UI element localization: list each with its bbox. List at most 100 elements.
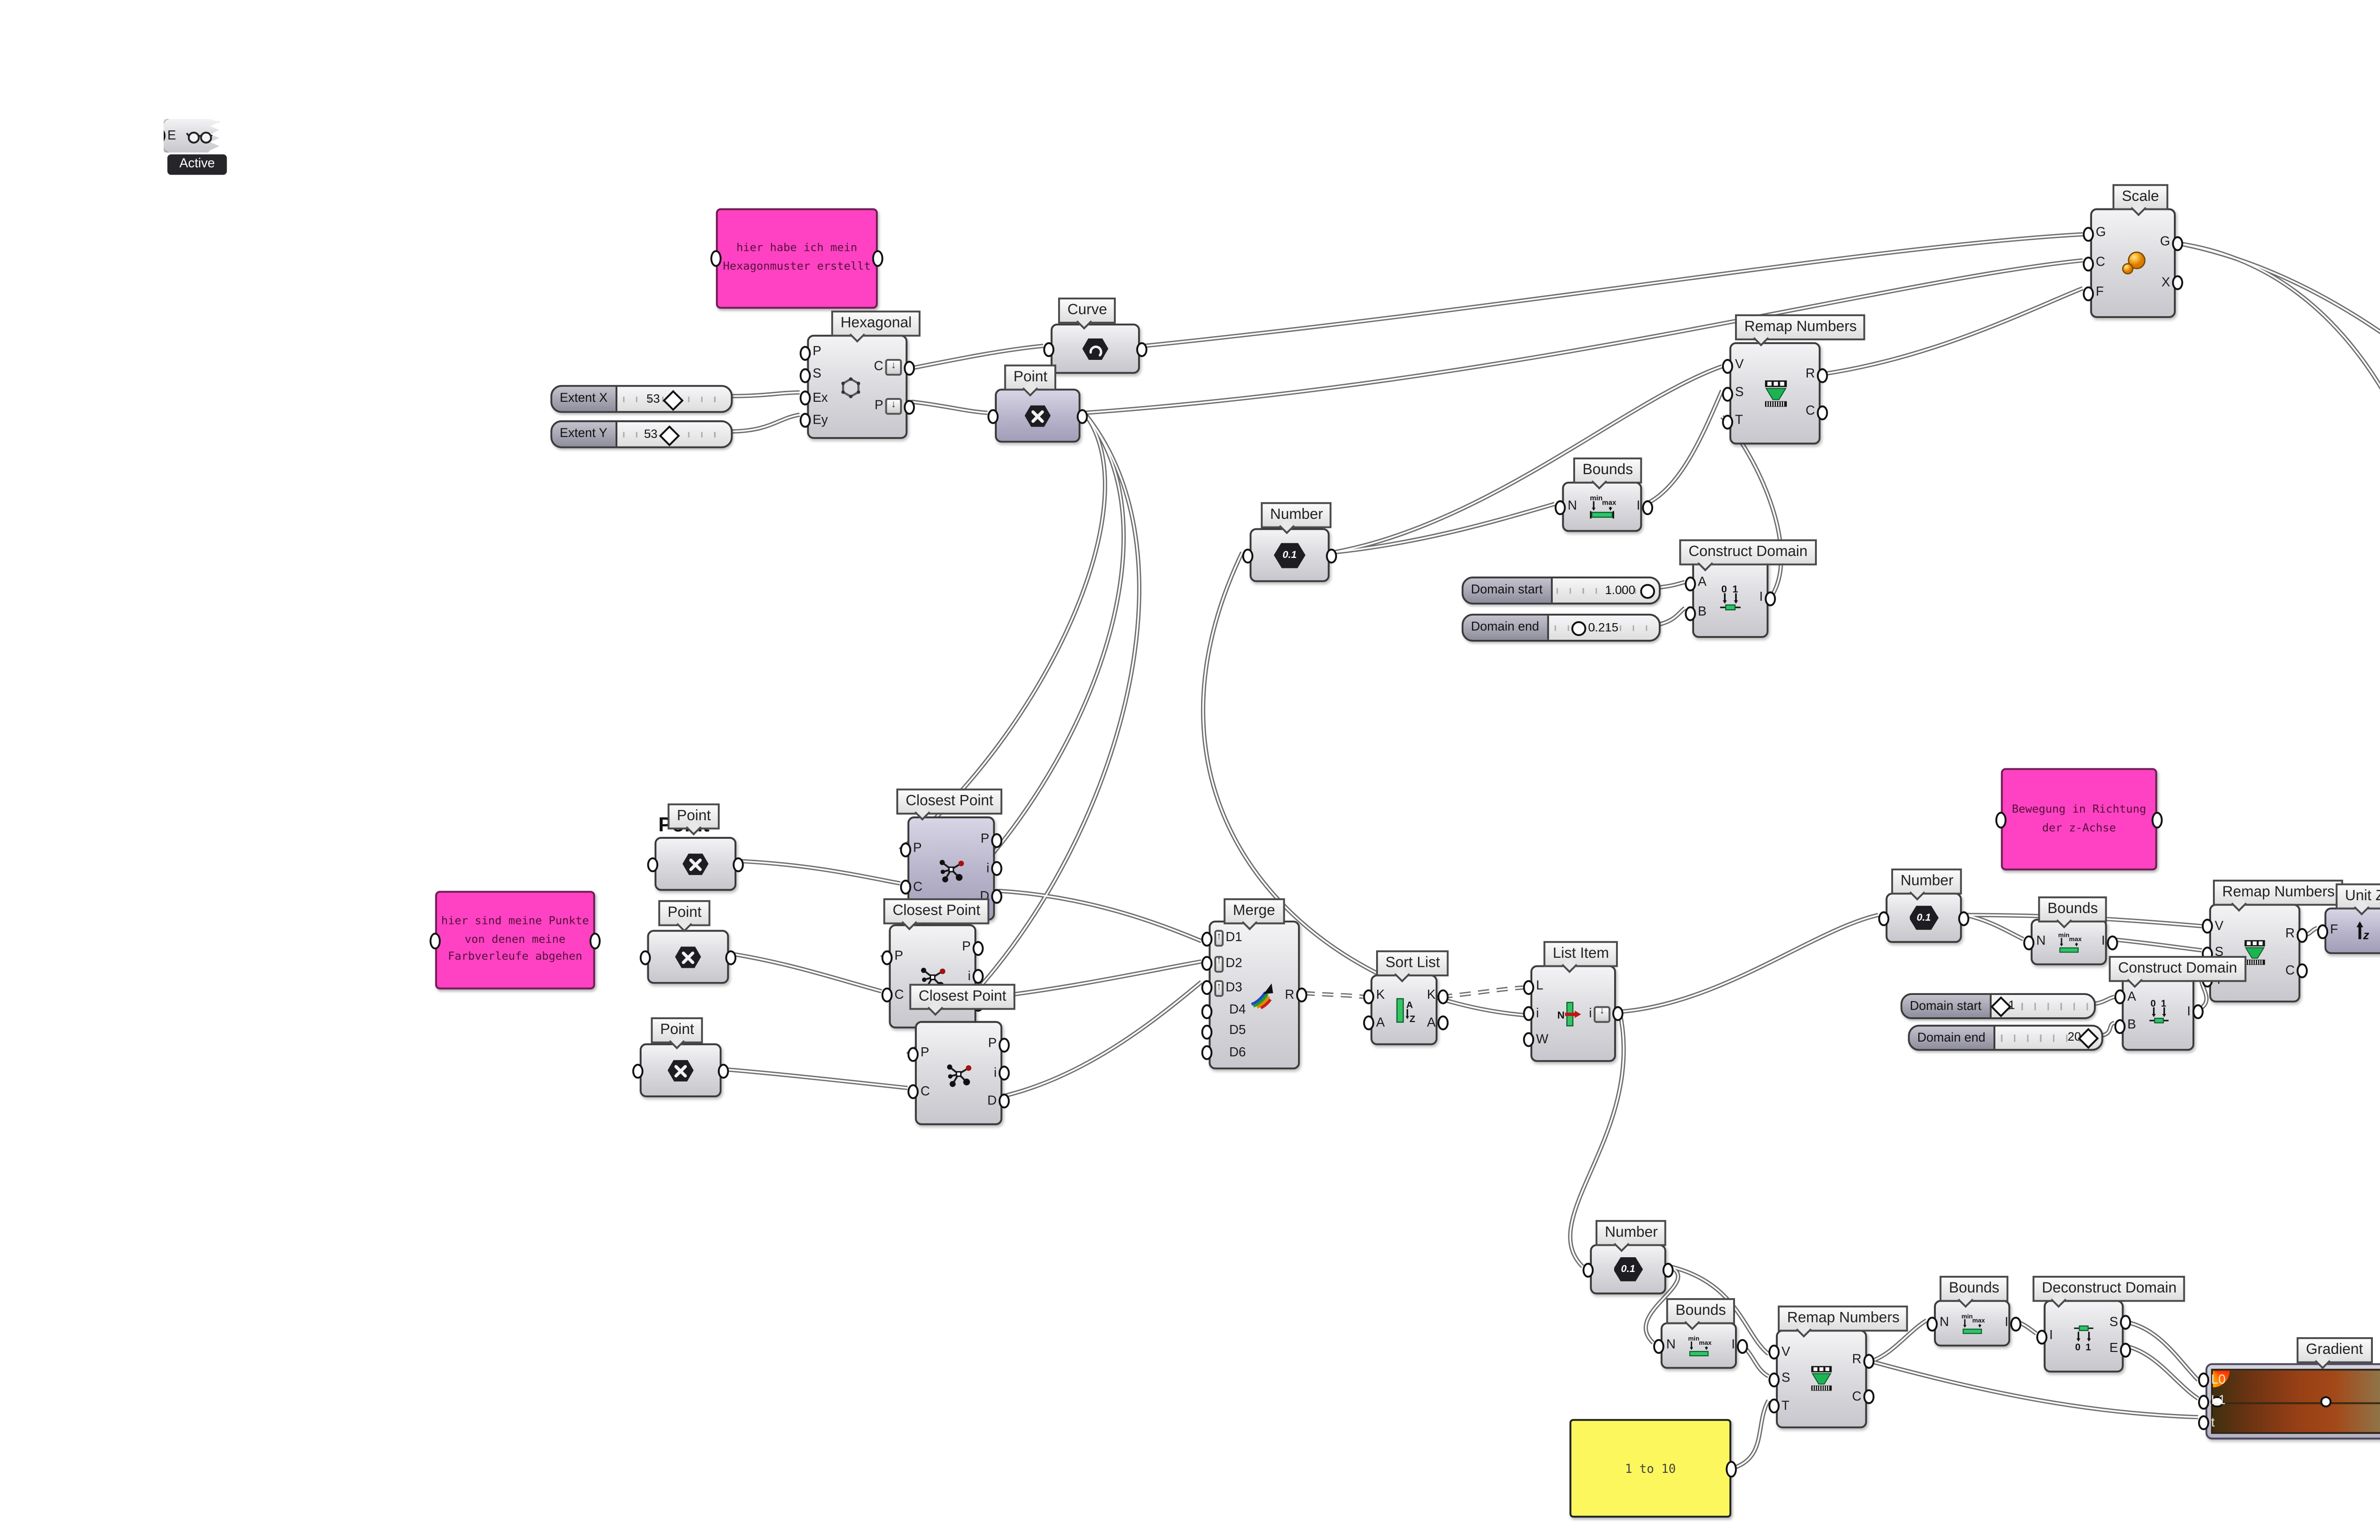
up-arrow-icon[interactable]: ↑ [1214, 955, 1224, 972]
slider-extent-y[interactable]: Extent Y 53 [550, 420, 733, 448]
node-closest-point-3[interactable]: P C P i D [915, 1021, 1002, 1125]
note-z-axis[interactable]: Bewegung in Richtung der z-Achse [2001, 768, 2157, 871]
port-output[interactable]: C [2285, 964, 2295, 978]
port-input[interactable]: C [894, 989, 909, 1002]
port-input[interactable]: S [1735, 387, 1750, 400]
port-output[interactable]: i [993, 1066, 997, 1080]
port-input[interactable]: D4 [1214, 1004, 1246, 1017]
port-output[interactable]: i [986, 862, 990, 875]
port-output[interactable]: S [2109, 1316, 2118, 1329]
port-input[interactable]: B [1698, 606, 1713, 619]
port-input[interactable]: V [1735, 359, 1750, 372]
slider-domain-start-2[interactable]: Domain start 1 [1900, 993, 2096, 1019]
node-gradient[interactable]: L0 L1 t [2205, 1363, 2380, 1440]
slider-domain-start-1[interactable]: Domain start 1.000 [1461, 576, 1661, 605]
note-hexagon-pattern[interactable]: hier habe ich mein Hexagonmuster erstell… [716, 208, 878, 309]
port-input[interactable]: L0 [2211, 1373, 2226, 1387]
port-output[interactable]: A [1427, 1016, 1436, 1030]
port-input[interactable]: V [1782, 1346, 1796, 1359]
port-input[interactable]: C [913, 881, 928, 894]
port-output[interactable]: I [1636, 500, 1640, 514]
port-output[interactable]: R [1285, 988, 1295, 1002]
slider-handle[interactable] [1572, 620, 1587, 636]
port-output[interactable]: P [962, 941, 971, 955]
panel-range[interactable]: 1 to 10 [1569, 1419, 1732, 1518]
node-number-1[interactable]: 0.1 [1250, 528, 1330, 582]
gradient-grip-mid[interactable] [2320, 1395, 2332, 1408]
port-output[interactable]: C↓ [874, 359, 902, 376]
port-input[interactable]: N [1940, 1317, 1954, 1330]
port-input[interactable]: W [1536, 1033, 1551, 1046]
node-unit-z[interactable]: F z V [2324, 907, 2380, 954]
port-input[interactable]: A [1698, 576, 1713, 589]
node-merge[interactable]: ↑D1 ↑D2 ↑D3 D4 D5 D6 R [1209, 920, 1300, 1070]
node-remap-3[interactable]: V S T R C [1775, 1330, 1867, 1429]
port-input[interactable]: F [2330, 924, 2345, 937]
port-output[interactable]: C [1805, 405, 1815, 419]
graft-arrow-icon[interactable]: ↓ [885, 398, 902, 415]
port-input[interactable]: I [2049, 1330, 2064, 1342]
port-output[interactable]: P [981, 834, 990, 847]
port-input[interactable]: K [1376, 990, 1391, 1003]
node-curve[interactable] [1051, 323, 1140, 374]
port-input[interactable]: A [1376, 1017, 1391, 1030]
graft-arrow-icon[interactable]: ↓ [1594, 1005, 1611, 1022]
port-input[interactable]: L [1536, 981, 1551, 994]
port-input[interactable]: ↑D1 [1214, 930, 1242, 947]
port-output[interactable]: E [2109, 1343, 2118, 1357]
node-scale[interactable]: G C F G X [2090, 208, 2176, 318]
port-input[interactable]: F [2096, 287, 2111, 299]
port-input[interactable]: D6 [1214, 1046, 1246, 1059]
node-point-main[interactable] [995, 388, 1081, 443]
slider-handle[interactable] [660, 424, 680, 444]
display-toggle-node[interactable]: E [164, 119, 219, 152]
port-output[interactable]: i↓ [1589, 1005, 1611, 1022]
port-input[interactable]: Ey [813, 414, 828, 427]
slider-extent-x[interactable]: Extent X 53 [550, 385, 733, 413]
node-number-2[interactable]: 0.1 [1885, 893, 1962, 943]
node-hexagonal[interactable]: P S Ex Ey C↓ P↓ [807, 335, 908, 439]
note-attractor-points[interactable]: hier sind meine Punkte von denen meine F… [435, 891, 595, 990]
slider-domain-end-1[interactable]: Domain end 0.215 [1461, 614, 1661, 642]
up-arrow-icon[interactable]: ↑ [1214, 930, 1224, 947]
port-output[interactable]: R [1805, 368, 1815, 381]
port-input[interactable]: E [168, 129, 182, 142]
slider-track[interactable]: 20 [1994, 1026, 2102, 1049]
port-input[interactable]: L1 [2211, 1395, 2226, 1408]
port-input[interactable]: ↑D2 [1214, 955, 1242, 972]
graft-arrow-icon[interactable]: ↓ [885, 359, 902, 376]
port-input[interactable]: P [813, 346, 828, 359]
slider-handle[interactable] [2078, 1028, 2099, 1048]
port-input[interactable]: B [2127, 1020, 2142, 1033]
slider-track[interactable]: 1 [1990, 995, 2094, 1017]
node-point-b[interactable] [647, 930, 729, 984]
port-output[interactable]: I [1731, 1339, 1735, 1352]
port-input[interactable]: C [921, 1085, 935, 1098]
port-input[interactable]: G [2096, 227, 2111, 240]
port-input[interactable]: V [2215, 920, 2230, 933]
slider-handle[interactable] [1990, 996, 2010, 1016]
port-output[interactable]: P↓ [874, 398, 902, 415]
port-output[interactable]: C [1852, 1390, 1862, 1404]
port-output[interactable]: I [1759, 591, 1763, 605]
port-input[interactable]: A [2127, 991, 2142, 1003]
slider-handle[interactable] [664, 389, 684, 409]
port-input[interactable]: D5 [1214, 1025, 1246, 1038]
port-input[interactable]: P [913, 843, 928, 856]
port-output[interactable]: I [2187, 1005, 2191, 1018]
port-input[interactable]: P [921, 1048, 935, 1061]
slider-track[interactable]: 1.000 [1552, 578, 1659, 603]
gradient-editor[interactable] [2211, 1369, 2380, 1434]
port-input[interactable]: S [813, 369, 828, 382]
node-point-c[interactable] [639, 1043, 722, 1097]
node-point-a[interactable] [654, 837, 737, 891]
port-input[interactable]: T [1782, 1400, 1796, 1412]
port-input[interactable]: S [1782, 1372, 1796, 1385]
port-output[interactable]: i [968, 970, 971, 983]
port-input[interactable]: N [1567, 500, 1582, 513]
port-output[interactable]: I [2004, 1316, 2009, 1330]
